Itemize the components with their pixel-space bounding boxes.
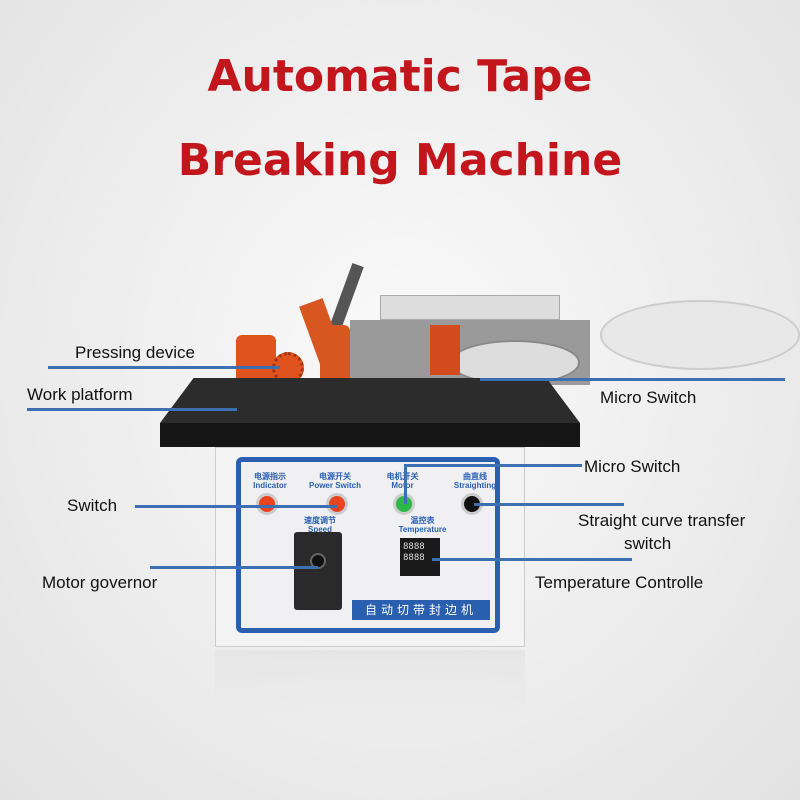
label-straight-curve-2: switch (624, 534, 672, 553)
label-micro-switch-1: Micro Switch (600, 388, 697, 407)
power-en: Power Switch (308, 481, 361, 490)
motor-cn: 电机开关 (386, 472, 419, 481)
governor-dial[interactable] (310, 553, 326, 569)
label-motor-governor: Motor governor (42, 573, 158, 592)
indicator-en: Indicator (253, 481, 287, 490)
callout-line-temperature (432, 558, 632, 561)
callout-line-micro-1 (480, 378, 785, 381)
temp-display-2: 8888 (403, 553, 425, 563)
control-panel (236, 457, 500, 633)
speed-cn: 速度调节 (304, 516, 336, 525)
callout-line-straight (474, 503, 624, 506)
motor-governor[interactable] (294, 532, 342, 610)
label-micro-switch-2: Micro Switch (584, 457, 681, 476)
title-line-1: Automatic Tape (207, 51, 593, 102)
label-straight-curve: Straight curve transfer (578, 511, 746, 530)
straight-cn: 曲直线 (463, 472, 487, 481)
callout-vline-micro-2 (404, 464, 407, 504)
label-temperature-controller: Temperature Controlle (535, 573, 704, 592)
callout-line-switch (135, 505, 337, 508)
nameplate: 自动切带封边机 (352, 600, 490, 620)
motor-en: Motor (391, 481, 414, 490)
temp-display-1: 8888 (403, 542, 425, 552)
label-pressing-device: Pressing device (75, 343, 196, 362)
reflection (215, 650, 525, 720)
label-switch: Switch (67, 496, 118, 515)
power-switch-button[interactable] (326, 493, 348, 515)
power-cn: 电源开关 (319, 472, 351, 481)
callout-line-micro-2 (404, 464, 582, 467)
work-platform (160, 378, 580, 423)
straight-en: Straighting (453, 481, 497, 490)
speed-en: Speed (307, 525, 332, 534)
indicator-cn: 电源指示 (254, 472, 286, 481)
indicator-light (256, 493, 278, 515)
callout-line-governor (150, 566, 318, 569)
callout-line-pressing (48, 366, 280, 369)
temp-en: Temperature (398, 525, 447, 534)
callout-line-platform (27, 408, 237, 411)
title-line-2: Breaking Machine (177, 135, 623, 186)
temp-cn: 温控表 (410, 516, 435, 525)
pressing-roller (236, 335, 276, 385)
tape-roll (600, 300, 800, 370)
label-work-platform: Work platform (27, 385, 133, 404)
